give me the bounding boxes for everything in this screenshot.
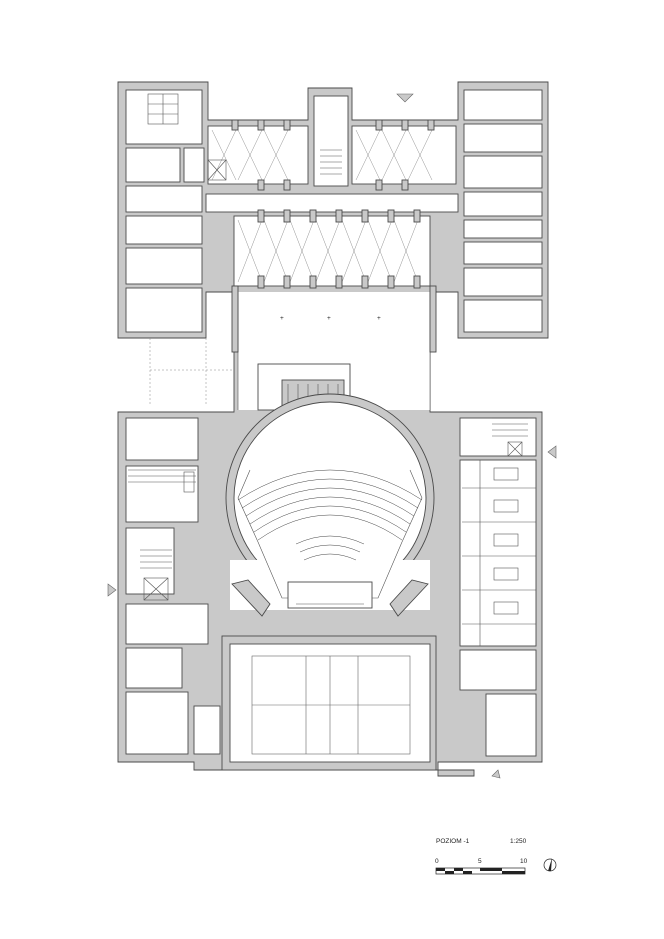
svg-text:+: +: [327, 315, 331, 322]
auditorium: [225, 393, 435, 617]
vault-diagonals: [211, 129, 433, 283]
entrance-marker-west: [107, 583, 117, 597]
scalebar-tick-10: 10: [520, 858, 528, 865]
stairs-north: [207, 149, 342, 181]
svg-text:+: +: [280, 315, 284, 322]
south-building: [125, 413, 537, 757]
scale-label: 1:250: [510, 838, 527, 845]
entrance-marker-east: [547, 445, 557, 459]
courtyard: + + +: [149, 285, 437, 411]
entrance-marker-north: [396, 93, 414, 103]
scalebar-tick-5: 5: [478, 858, 482, 865]
sports-hall: [221, 635, 437, 771]
scalebar-tick-0: 0: [435, 858, 439, 865]
piers: [231, 119, 435, 289]
svg-text:+: +: [377, 315, 381, 322]
level-label: POZIOM -1: [436, 838, 470, 845]
north-arrow-icon: [543, 858, 557, 872]
scalebar: [435, 867, 526, 875]
plan-legend: POZIOM -1 1:250 0 5 10: [435, 838, 557, 875]
entrance-marker-south: [491, 769, 501, 779]
